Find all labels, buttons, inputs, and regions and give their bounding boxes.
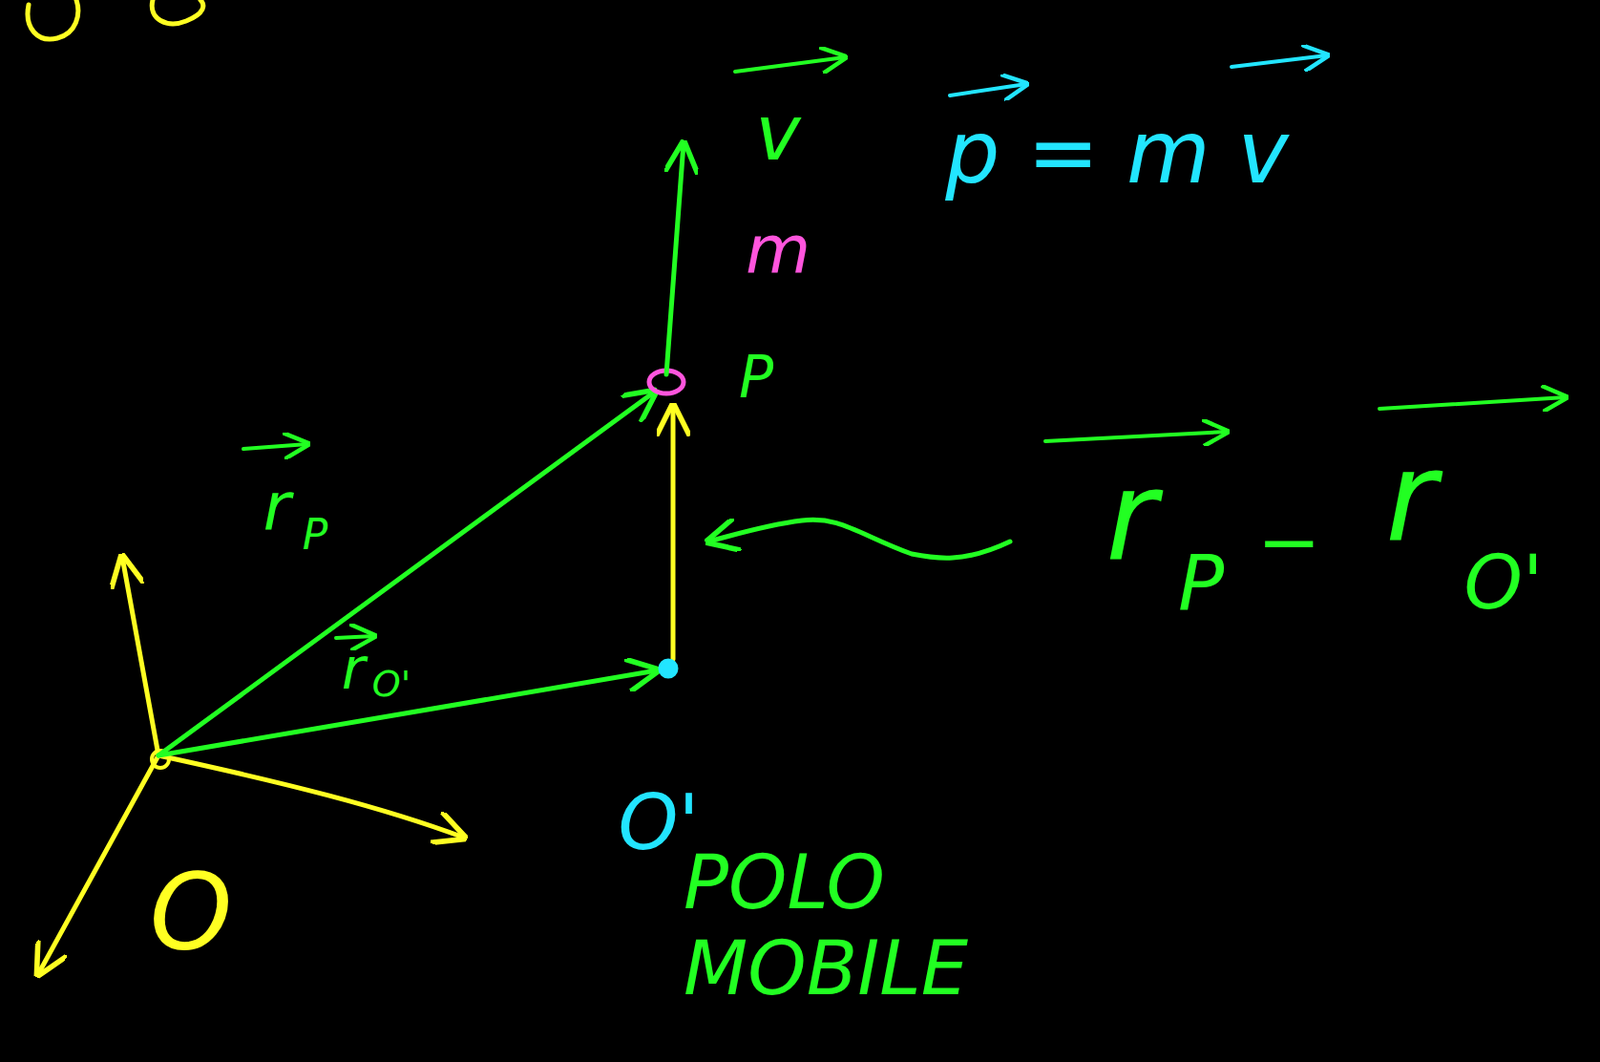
- label: P: [738, 348, 774, 406]
- label: v: [755, 95, 800, 172]
- axis: [38, 755, 159, 974]
- label: p = m v: [945, 109, 1288, 196]
- label: POLO MOBILE: [683, 840, 1142, 1011]
- scribble: [27, 0, 79, 40]
- label: r: [1385, 434, 1436, 559]
- label: r: [263, 472, 292, 540]
- label: m: [745, 216, 811, 284]
- vector-mark: [243, 443, 308, 449]
- relative-vector: [671, 405, 676, 659]
- position-vector: [158, 391, 655, 756]
- vector-mark: [1045, 431, 1227, 442]
- label: O': [1464, 545, 1544, 620]
- axis: [158, 755, 464, 838]
- pole-point: [660, 660, 676, 676]
- label: P: [302, 513, 329, 556]
- vector-mark: [949, 84, 1027, 96]
- label: r: [1105, 453, 1157, 578]
- label: −: [1256, 504, 1321, 581]
- label: P: [1178, 546, 1224, 623]
- vector-mark: [735, 57, 845, 72]
- pointer-arrow: [708, 519, 1011, 558]
- vector-mark: [336, 635, 375, 638]
- vector-mark: [1379, 397, 1566, 409]
- label: O': [372, 665, 411, 702]
- label: r: [341, 639, 366, 697]
- scribble: [151, 0, 204, 24]
- vector-mark: [1231, 55, 1327, 67]
- velocity-vector: [666, 143, 684, 375]
- label: O: [149, 859, 233, 965]
- axis: [122, 556, 159, 756]
